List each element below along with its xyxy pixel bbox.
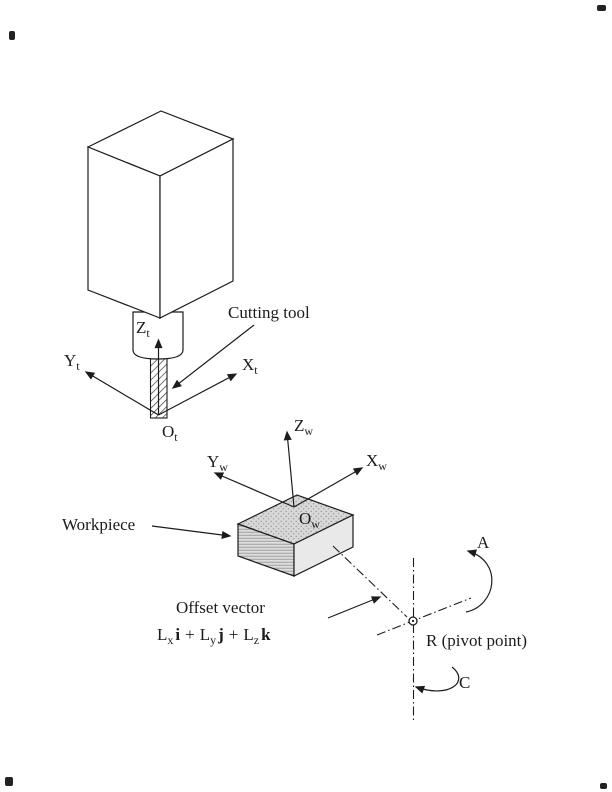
scan-artifact xyxy=(597,5,606,11)
scan-artifact xyxy=(5,777,13,786)
scan-artifact xyxy=(600,783,607,789)
a-rotation-arrow xyxy=(465,549,493,613)
spindle-box-front-face xyxy=(87,146,161,319)
work-z-axis-label: Zw xyxy=(294,416,313,438)
work-z-axis-arrow xyxy=(283,430,295,508)
tool-x-axis-arrow xyxy=(158,373,238,416)
pivot-point-center-dot xyxy=(411,619,415,623)
work-coordinate-frame: Zw Yw Xw Ow xyxy=(207,416,387,531)
work-y-axis-label: Yw xyxy=(207,452,228,474)
spindle-head xyxy=(86,110,235,419)
offset-vector-centerline xyxy=(332,545,408,618)
cutting-tool-leader-arrow xyxy=(171,324,255,389)
tool-coordinate-frame: Zt Yt Xt Ot xyxy=(64,318,258,444)
c-rotation-arrow xyxy=(414,666,460,694)
workpiece-leader-arrow xyxy=(151,525,232,539)
c-axis-label: C xyxy=(459,673,470,692)
a-axis-centerline xyxy=(376,597,472,636)
offset-vector-pointer-arrow xyxy=(327,596,382,619)
a-axis-label: A xyxy=(477,533,490,552)
cutting-tool-annotation: Cutting tool xyxy=(171,303,310,389)
workpiece-block xyxy=(236,494,355,577)
workpiece-annotation: Workpiece xyxy=(62,515,232,539)
work-x-axis-label: Xw xyxy=(366,451,387,473)
offset-vector-label: Offset vector xyxy=(176,598,265,617)
cutting-tool-label: Cutting tool xyxy=(228,303,310,322)
tool-z-axis-label: Zt xyxy=(136,318,150,340)
scan-artifact xyxy=(9,31,15,40)
work-origin-label: Ow xyxy=(299,509,320,531)
tool-y-axis-arrow xyxy=(84,371,159,416)
spindle-box-side-face xyxy=(159,138,234,319)
work-y-axis-arrow xyxy=(213,472,295,508)
work-x-axis-arrow xyxy=(293,467,364,508)
workpiece-label: Workpiece xyxy=(62,515,135,534)
tool-x-axis-label: Xt xyxy=(242,355,258,377)
pivot-point-label: R (pivot point) xyxy=(426,631,527,650)
workpiece-side-face xyxy=(293,514,354,577)
tool-origin-label: Ot xyxy=(162,422,178,444)
tool-y-axis-label: Yt xyxy=(64,351,80,373)
pivot-assembly: A C R (pivot point) xyxy=(332,533,527,722)
